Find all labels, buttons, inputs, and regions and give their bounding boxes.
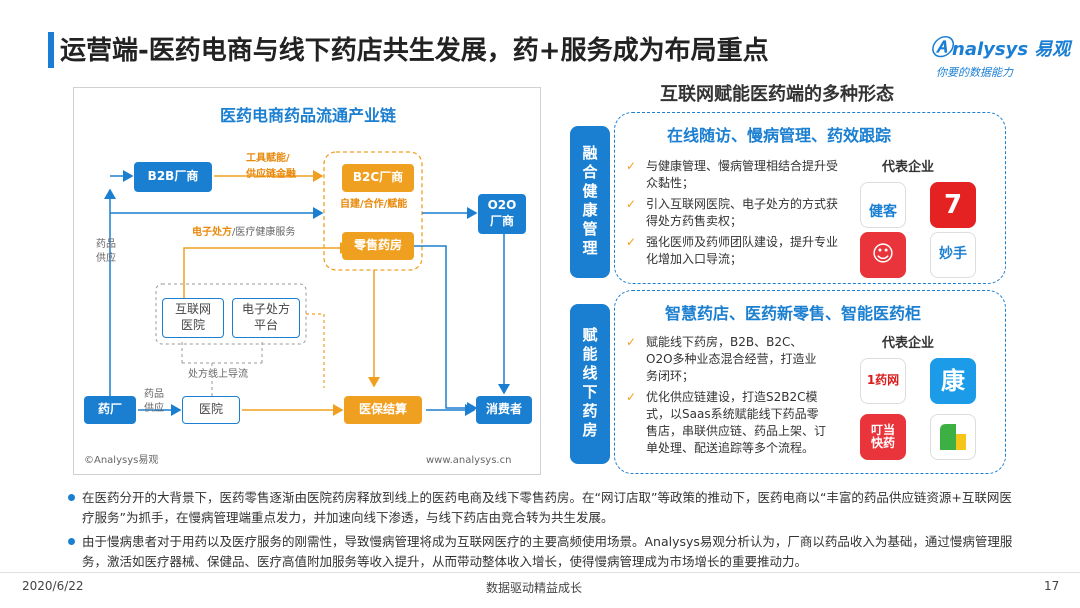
node-b2b: B2B厂商 (134, 162, 212, 192)
dingdang-logo-text: 叮当 快药 (870, 422, 895, 450)
note-1: 在医药分开的大背景下，医药零售逐渐由医院药房释放到线上的医药电商及线下零售药房。… (68, 488, 1018, 528)
footer-date: 2020/6/22 (22, 579, 84, 593)
node-pharma-factory: 药厂 (84, 396, 136, 424)
kang-logo-text: 康 (941, 366, 965, 395)
check-icon: ✓ (626, 335, 637, 349)
green-yellow-logo (930, 414, 976, 460)
logo-text: nalysys 易观 (952, 39, 1071, 60)
supply-chain-diagram: 医药电商药品流通产业链 B2B厂商 工具赋能/ 供应链金融 B2C厂商 自建/合… (73, 87, 541, 475)
node-consumer: 消费者 (476, 396, 532, 424)
right-section-title: 互联网赋能医药端的多种形态 (660, 84, 894, 105)
list-item: ✓ 与健康管理、慢病管理相结合提升受众黏性； (626, 158, 840, 192)
note-2: 由于慢病患者对于用药以及医疗服务的刚需性，导致慢病管理将成为互联网医疗的主要高频… (68, 532, 1018, 572)
label-drug-supply-bottom: 药品 供应 (144, 389, 164, 414)
title-accent-bar (48, 32, 54, 68)
bullet-text: 优化供应链建设，打造S2B2C模式，以Saas系统赋能线下药品零售店，串联供应链… (646, 390, 827, 455)
bullet-text: 引入互联网医院、电子处方的方式获得处方药售卖权； (646, 197, 839, 228)
bullet-dot-icon (68, 538, 75, 545)
1yaowang-logo-text: 1药网 (866, 373, 900, 388)
node-insurance-settlement: 医保结算 (344, 396, 422, 424)
label-eprescription: 电子处方/医疗健康服务 (192, 226, 295, 240)
tab-health-management: 融合健康管理 (570, 126, 610, 278)
label-drug-supply-left: 药品 供应 (96, 239, 116, 264)
diagram-title: 医药电商药品流通产业链 (219, 106, 396, 125)
check-icon: ✓ (626, 197, 637, 211)
miaoshou-logo-text: 妙手 (939, 246, 967, 263)
footer-slogan: 数据驱动精益成长 (486, 581, 583, 595)
label-eprescription-text: 电子处方 (192, 227, 232, 238)
node-eprescription-platform: 电子处方 平台 (232, 298, 300, 338)
list-item: ✓ 赋能线下药房，B2B、B2C、O2O多种业态混合经营，打造业务闭环； (626, 334, 826, 385)
1yaowang-logo: 1药网 (860, 358, 906, 404)
node-internet-hospital: 互联网 医院 (162, 298, 224, 338)
diagram-connectors (104, 151, 510, 416)
list-item: ✓ 优化供应链建设，打造S2B2C模式，以Saas系统赋能线下药品零售店，串联供应… (626, 389, 826, 457)
jianke-logo: 健客 (860, 182, 906, 228)
bullet-text: 强化医师及药师团队建设，提升专业化增加入口导流； (646, 235, 839, 266)
bullet-dot-icon (68, 494, 75, 501)
label-b2c-tags: 自建/合作/赋能 (340, 199, 408, 210)
node-retail-pharmacy: 零售药房 (342, 232, 414, 260)
page-number: 17 (1044, 579, 1060, 593)
note-text: 由于慢病患者对于用药以及医疗服务的刚需性，导致慢病管理将成为互联网医疗的主要高频… (82, 534, 1013, 569)
7-logo-text: 7 (943, 189, 963, 220)
dingdang-logo: 叮当 快药 (860, 414, 906, 460)
panel2-heading: 智慧药店、医药新零售、智能医药柜 (665, 304, 922, 323)
node-b2c: B2C厂商 (342, 164, 414, 192)
footer-divider (0, 572, 1080, 573)
weiyi-logo-glyph: ☺ (871, 241, 895, 267)
label-health-service: /医疗健康服务 (232, 227, 296, 238)
list-item: ✓ 引入互联网医院、电子处方的方式获得处方药售卖权； (626, 196, 840, 230)
miaoshou-logo: 妙手 (930, 232, 976, 278)
check-icon: ✓ (626, 390, 637, 404)
label-supply-finance: 供应链金融 (246, 169, 296, 180)
panel1-rep-label: 代表企业 (882, 160, 935, 175)
panel2-bullets: ✓ 赋能线下药房，B2B、B2C、O2O多种业态混合经营，打造业务闭环； ✓ 优化供… (626, 334, 826, 461)
list-item: ✓ 强化医师及药师团队建设，提升专业化增加入口导流； (626, 234, 840, 268)
label-tool-empower: 工具赋能/ (246, 153, 290, 164)
diagram-copyright: ©Analysys易观 (84, 455, 159, 466)
page-title: 运营端-医药电商与线下药店共生发展，药+服务成为布局重点 (60, 36, 769, 66)
tab-empower-offline: 赋能线下药房 (570, 304, 610, 464)
panel1-heading: 在线随访、慢病管理、药效跟踪 (667, 126, 892, 145)
node-o2o: O2O 厂商 (478, 194, 526, 234)
panel2-rep-label: 代表企业 (882, 336, 935, 351)
bullet-text: 与健康管理、慢病管理相结合提升受众黏性； (646, 159, 839, 190)
panel1-bullets: ✓ 与健康管理、慢病管理相结合提升受众黏性； ✓ 引入互联网医院、电子处方的方式获得… (626, 158, 840, 272)
bullet-text: 赋能线下药房，B2B、B2C、O2O多种业态混合经营，打造业务闭环； (646, 335, 817, 383)
diagram-website: www.analysys.cn (426, 455, 512, 466)
label-prescription-outflow: 处方线上导流 (188, 369, 248, 380)
7-logo: 7 (930, 182, 976, 228)
note-text: 在医药分开的大背景下，医药零售逐渐由医院药房释放到线上的医药电商及线下零售药房。… (82, 490, 1012, 525)
green-yellow-logo-shape (940, 424, 966, 450)
node-hospital: 医院 (182, 396, 240, 424)
kang-logo: 康 (930, 358, 976, 404)
logo-slogan: 你要的数据能力 (936, 66, 1013, 79)
weiyi-logo: ☺ (860, 232, 906, 278)
jianke-logo-text: 健客 (869, 204, 897, 221)
analysys-logo: Ⓐnalysys 易观 你要的数据能力 (930, 36, 1071, 79)
check-icon: ✓ (626, 159, 637, 173)
check-icon: ✓ (626, 235, 637, 249)
